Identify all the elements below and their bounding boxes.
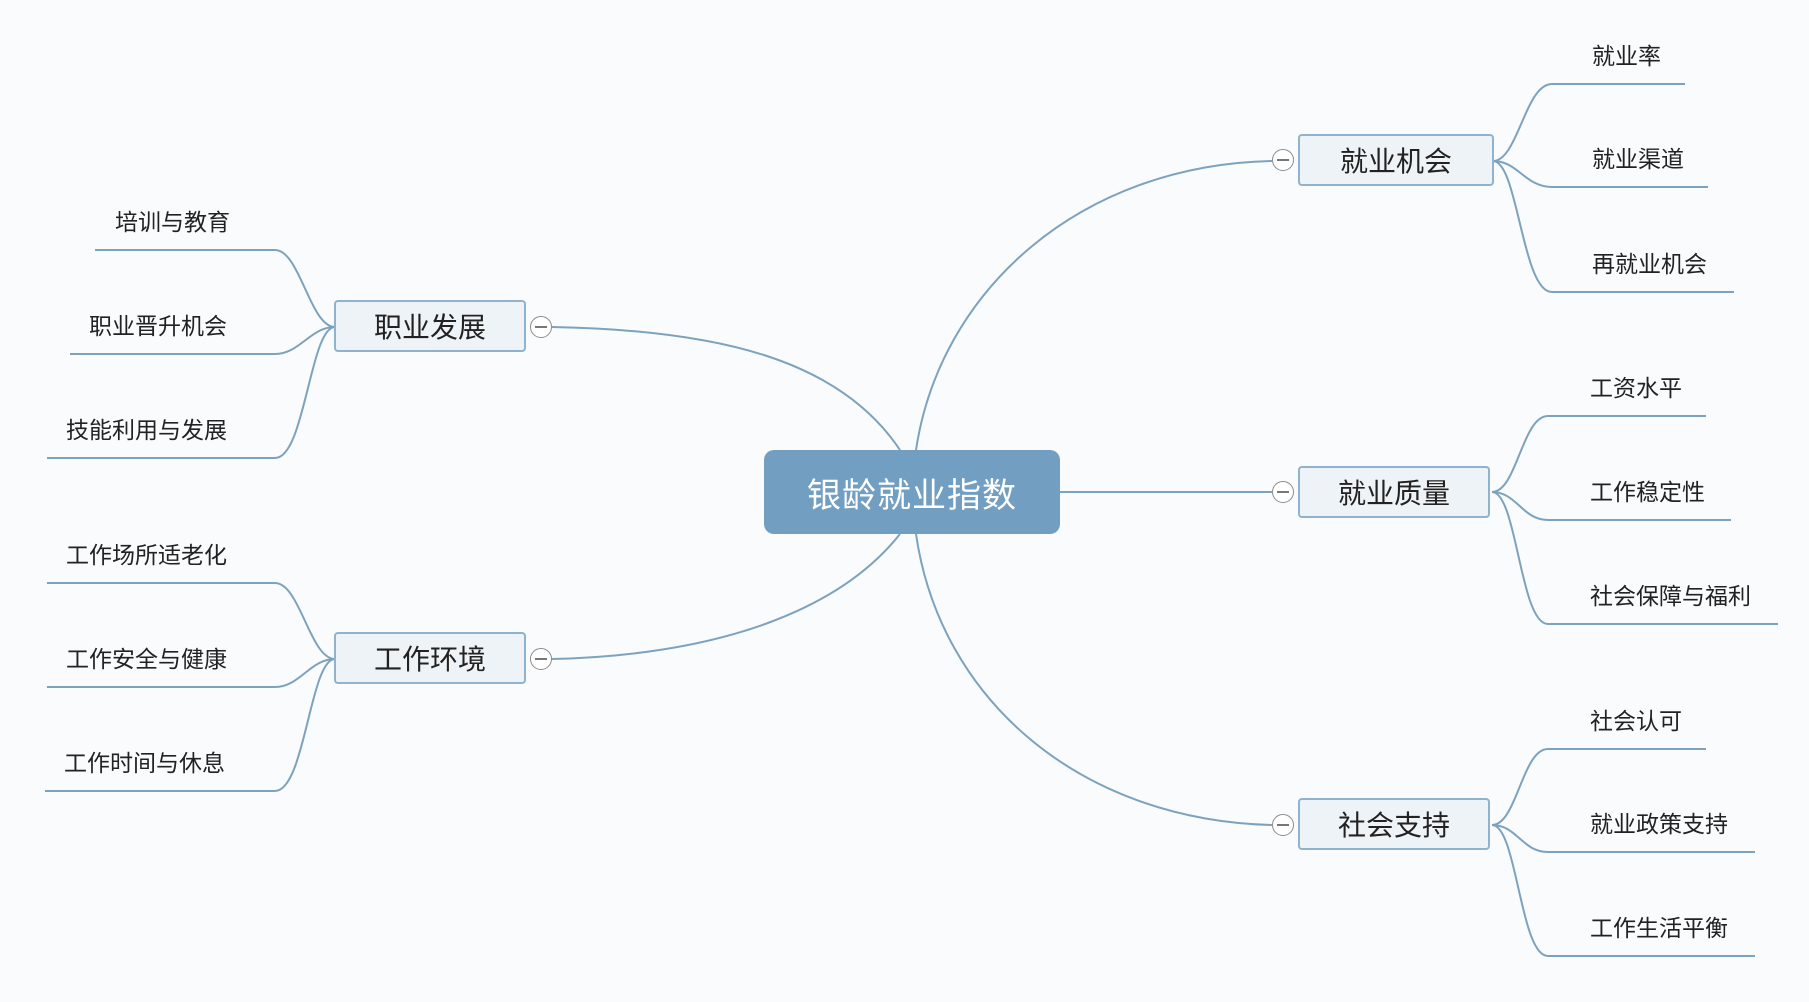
subtopic-social-security-welfare[interactable]: 社会保障与福利	[1590, 584, 1751, 610]
subtopic-workplace-aging-friendly[interactable]: 工作场所适老化	[66, 543, 227, 569]
subtopic-employment-channels[interactable]: 就业渠道	[1592, 147, 1684, 173]
subtopic-job-stability[interactable]: 工作稳定性	[1590, 480, 1705, 506]
subtopic-employment-rate[interactable]: 就业率	[1592, 44, 1661, 70]
subtopic-reemployment[interactable]: 再就业机会	[1592, 252, 1707, 278]
topic-employment-opportunity[interactable]: 就业机会	[1298, 134, 1494, 186]
subtopic-work-hours-rest[interactable]: 工作时间与休息	[64, 751, 225, 777]
minus-icon	[1277, 491, 1289, 493]
topic-employment-quality[interactable]: 就业质量	[1298, 466, 1490, 518]
collapse-career-development-button[interactable]	[530, 316, 552, 338]
subtopic-work-life-balance[interactable]: 工作生活平衡	[1590, 916, 1728, 942]
topic-career-development[interactable]: 职业发展	[334, 300, 526, 352]
subtopic-work-safety-health[interactable]: 工作安全与健康	[66, 647, 227, 673]
subtopic-training-education[interactable]: 培训与教育	[115, 210, 230, 236]
root-topic[interactable]: 银龄就业指数	[764, 450, 1060, 534]
subtopic-skill-utilization[interactable]: 技能利用与发展	[66, 418, 227, 444]
topic-social-support[interactable]: 社会支持	[1298, 798, 1490, 850]
collapse-social-support-button[interactable]	[1272, 814, 1294, 836]
collapse-employment-quality-button[interactable]	[1272, 481, 1294, 503]
link-root-社会支持	[915, 533, 1273, 826]
subtopic-social-recognition[interactable]: 社会认可	[1590, 709, 1682, 735]
subtopic-employment-policy[interactable]: 就业政策支持	[1590, 812, 1728, 838]
minus-icon	[1277, 824, 1289, 826]
link-root-就业机会	[915, 160, 1273, 451]
minus-icon	[1277, 159, 1289, 161]
subtopic-career-promotion[interactable]: 职业晋升机会	[89, 314, 227, 340]
collapse-work-environment-button[interactable]	[530, 648, 552, 670]
link-root-工作环境	[551, 533, 901, 660]
link-root-职业发展	[551, 326, 901, 451]
minus-icon	[535, 326, 547, 328]
subtopic-wage-level[interactable]: 工资水平	[1590, 376, 1682, 402]
collapse-employment-opportunity-button[interactable]	[1272, 149, 1294, 171]
minus-icon	[535, 658, 547, 660]
topic-work-environment[interactable]: 工作环境	[334, 632, 526, 684]
